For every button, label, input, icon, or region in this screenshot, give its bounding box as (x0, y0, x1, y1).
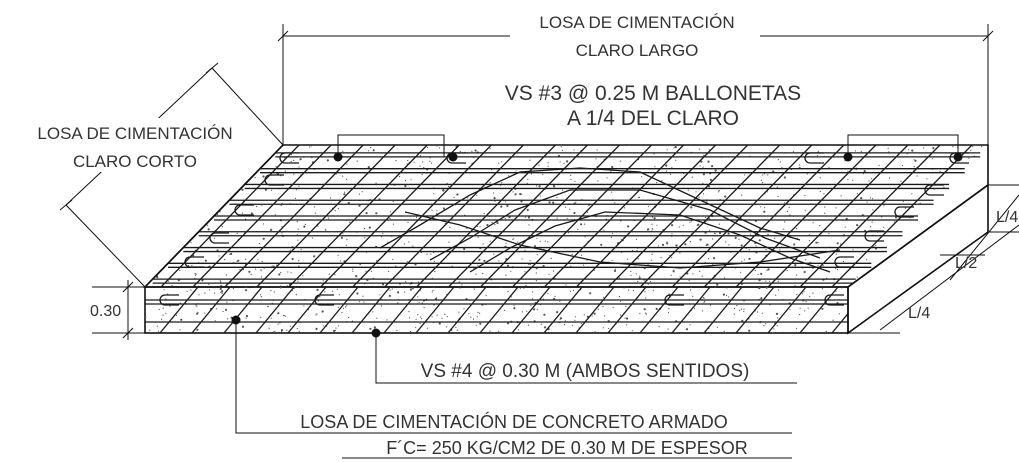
thickness-dimension (92, 280, 145, 340)
slab-front-face (144, 286, 849, 334)
quarter-span-label-lower: L/4 (908, 305, 930, 322)
slab-leader (231, 315, 792, 459)
bottom-bars-leader (371, 328, 797, 384)
short-span-label-line1: LOSA DE CIMENTACIÓN (37, 124, 232, 143)
top-bars-leader (333, 134, 963, 162)
bottom-bars-label: VS #4 @ 0.30 M (AMBOS SENTIDOS) (421, 361, 750, 382)
span-division-marks (848, 184, 1019, 334)
top-bars-label-line1: VS #3 @ 0.25 M BALLONETAS (505, 82, 801, 105)
slab-label-line2: F´C= 250 KG/CM2 DE 0.30 M DE ESPESOR (386, 438, 748, 458)
long-span-label-line1: LOSA DE CIMENTACIÓN (539, 13, 734, 32)
short-span-dimension (59, 62, 284, 288)
bottom-rebar-front (145, 287, 848, 333)
half-span-label: L/2 (955, 255, 977, 272)
bar-hooks (159, 152, 969, 306)
top-bars-label-line2: A 1/4 DEL CLARO (567, 107, 739, 130)
slab-label-line1: LOSA DE CIMENTACIÓN DE CONCRETO ARMADO (300, 411, 727, 432)
quarter-span-label-upper: L/4 (996, 209, 1018, 226)
top-rebar-grid (152, 145, 981, 287)
bent-up-bars (379, 167, 841, 273)
thickness-label: 0.30 (90, 303, 121, 320)
long-span-label-line2: CLARO LARGO (576, 41, 699, 60)
short-span-label-line2: CLARO CORTO (73, 152, 197, 171)
